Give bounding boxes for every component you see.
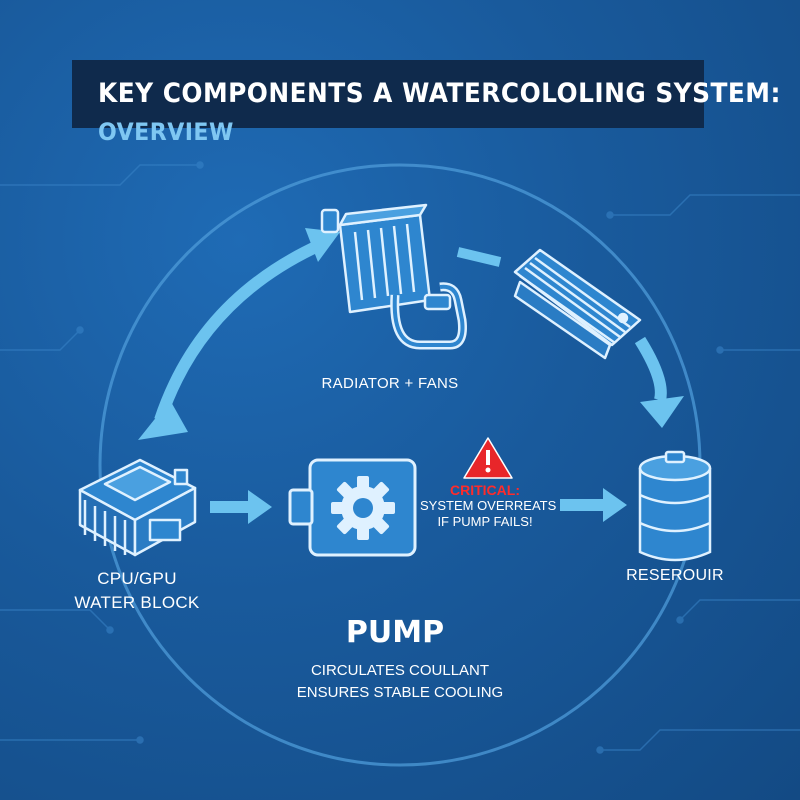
reservoir-icon: [638, 450, 712, 562]
gear-icon: [331, 476, 395, 540]
pump-title: PUMP: [345, 615, 445, 650]
cpu-block-label-line1: CPU/GPU: [97, 569, 177, 588]
coolant-radiator-icon: [513, 248, 642, 360]
arrow-pump-to-reservoir: [560, 488, 627, 522]
arrow-to-reservoir: [634, 336, 684, 428]
cpu-water-block-icon: [78, 458, 197, 557]
title-bar: [72, 60, 704, 128]
cpu-block-label-line2: WATER BLOCK: [74, 593, 200, 612]
page-subtitle: OVERVIEW: [98, 118, 234, 146]
cpu-block-label: CPU/GPU WATER BLOCK: [62, 567, 212, 615]
page-title: KEY COMPONENTS A WATERCOLOLING SYSTEM:: [98, 78, 781, 109]
critical-line2: IF PUMP FAILS!: [437, 514, 533, 529]
arrow-cpu-to-pump: [210, 490, 272, 524]
warning-triangle-icon: [463, 437, 513, 479]
radiator-icon: [320, 203, 467, 350]
radiator-label: RADIATOR + FANS: [321, 375, 459, 392]
pump-description-line2: ENSURES STABLE COOLING: [296, 684, 504, 701]
loop-arrow-left: [138, 228, 340, 440]
critical-warning: CRITICAL: SYSTEM OVERREATS IF PUMP FAILS…: [420, 482, 557, 530]
circuit-traces-decoration: [0, 161, 800, 754]
critical-line1: SYSTEM OVERREATS: [420, 498, 557, 513]
arrow-radiator-to-coolant: [456, 247, 502, 267]
pump-icon: [288, 458, 417, 557]
critical-heading: CRITICAL:: [450, 482, 520, 498]
pump-description-line1: CIRCULATES COULLANT: [310, 662, 490, 679]
reservoir-label: RESEROUIR: [626, 567, 724, 584]
pump-description: CIRCULATES COULLANT ENSURES STABLE COOLI…: [280, 660, 520, 704]
